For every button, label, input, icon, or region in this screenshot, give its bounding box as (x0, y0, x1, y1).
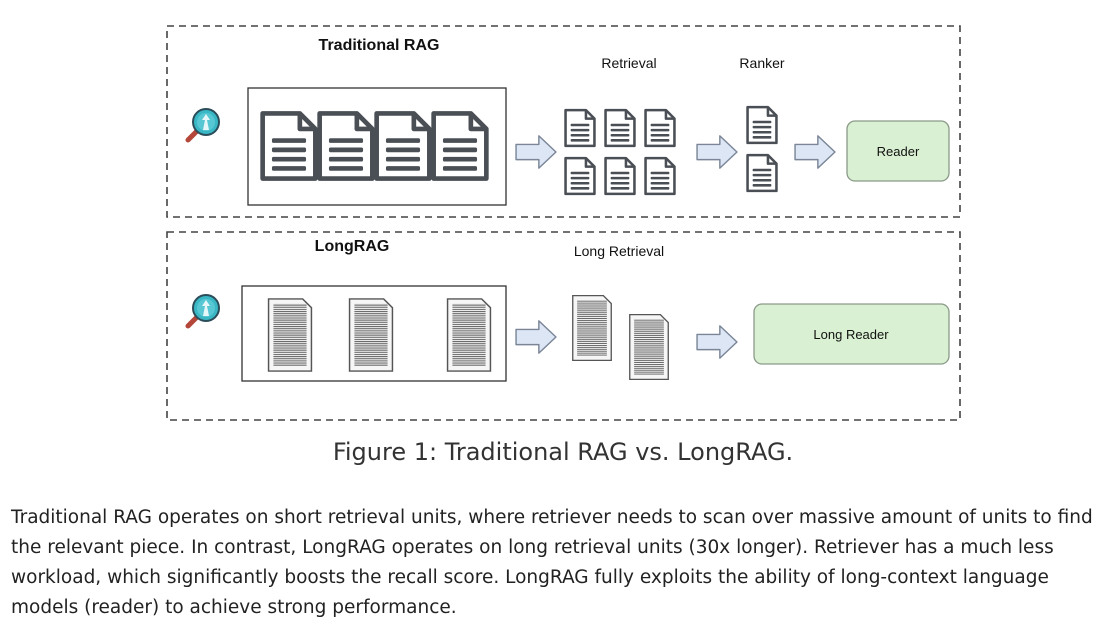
document-icon (604, 156, 636, 196)
reader-box (846, 120, 950, 182)
long-document-icon (267, 298, 313, 372)
arrow-icon (515, 135, 557, 169)
document-icon (263, 113, 316, 178)
long-retrieval-label: Long Retrieval (574, 243, 664, 259)
traditional-rag-title: Traditional RAG (319, 37, 440, 54)
magnifier-icon (188, 295, 219, 326)
traditional-rag-panel (166, 25, 961, 218)
document-icon (604, 108, 636, 148)
arrow-icon (515, 320, 557, 354)
document-icon (320, 113, 373, 178)
long-document-icon (572, 294, 612, 362)
document-icon (564, 156, 596, 196)
rag-comparison-figure: Traditional RAG Retrieval Ranker Reader … (166, 25, 961, 421)
ranker-label: Ranker (739, 55, 784, 71)
long-reader-label: Long Reader (813, 327, 889, 342)
magnifier-icon (188, 109, 219, 140)
document-icon (564, 108, 596, 148)
long-document-icon (446, 298, 492, 372)
long-document-icon (628, 313, 670, 381)
document-icon (746, 153, 778, 193)
reader-label: Reader (877, 144, 920, 159)
document-icon (377, 113, 430, 178)
arrow-icon (696, 325, 738, 359)
figure-caption: Figure 1: Traditional RAG vs. LongRAG. (332, 438, 794, 466)
document-icon (644, 108, 676, 148)
longrag-title: LongRAG (315, 238, 390, 255)
longrag-panel (166, 231, 961, 421)
long-document-icon (348, 298, 394, 372)
document-icon (644, 156, 676, 196)
arrow-icon (696, 135, 738, 169)
body-paragraph: Traditional RAG operates on short retrie… (11, 507, 1093, 618)
retrieval-label: Retrieval (601, 55, 656, 71)
arrow-icon (794, 135, 836, 169)
document-icon (746, 105, 778, 145)
document-icon (434, 113, 487, 178)
long-reader-box (753, 303, 950, 365)
body-paragraph-container: Traditional RAG operates on short retrie… (11, 503, 1109, 623)
